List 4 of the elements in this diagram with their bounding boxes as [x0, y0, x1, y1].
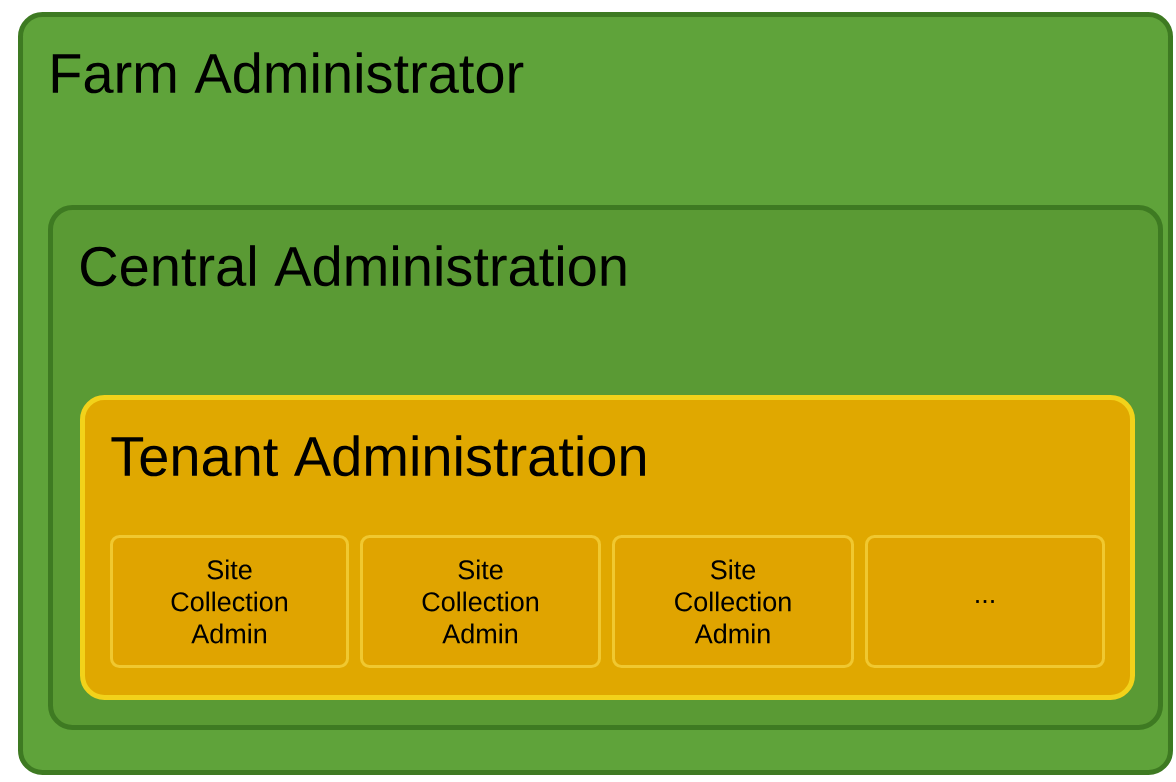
admin-box: Site Collection Admin [612, 535, 854, 668]
admin-box: Site Collection Admin [110, 535, 349, 668]
admin-box: ... [865, 535, 1105, 668]
admin-box: Site Collection Admin [360, 535, 601, 668]
